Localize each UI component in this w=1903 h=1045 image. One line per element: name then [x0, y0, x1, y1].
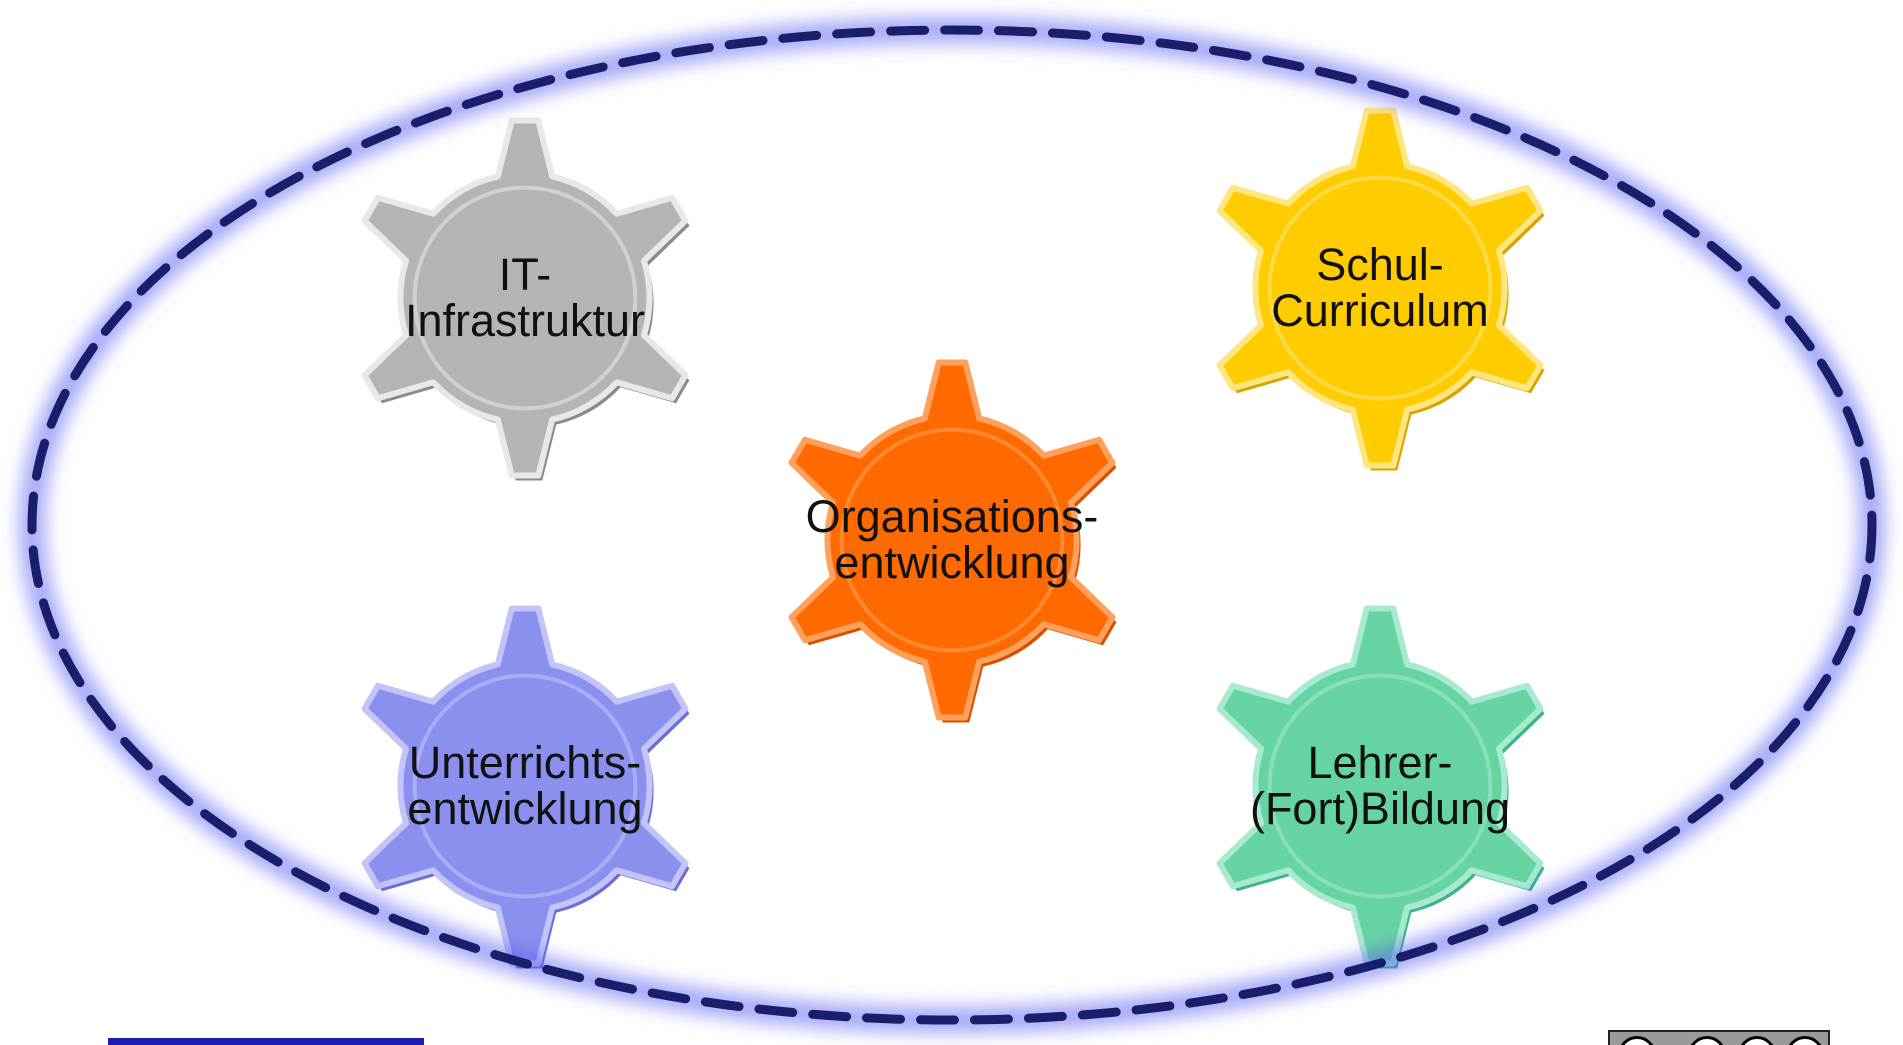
gear-label-line: entwicklung: [834, 537, 1069, 588]
gear-label-line: entwicklung: [407, 783, 642, 834]
creative-commons-icon: [1608, 1030, 1830, 1045]
gear-label-line: IT-: [499, 249, 552, 300]
gear-inner-ring: [412, 673, 638, 899]
gear-label-line: Schul-: [1316, 239, 1444, 290]
sa-circle-icon: [1738, 1036, 1776, 1045]
gear-label-line: Lehrer-: [1307, 737, 1452, 788]
gear-inner-ring: [839, 427, 1065, 653]
by-circle-icon: [1688, 1036, 1726, 1045]
gear-icon: [361, 605, 689, 967]
gear-label-line: (Fort)Bildung: [1250, 783, 1510, 834]
gear-icon: [361, 117, 689, 479]
footer-bar: [108, 1038, 424, 1045]
gear-unterrichtsentwicklung: Unterrichts-entwicklung: [361, 605, 690, 969]
gear-icon: [1216, 107, 1544, 469]
boundary-dashed-ellipse: [27, 25, 1877, 1025]
gear-icon: [788, 359, 1116, 721]
gear-it-infrastruktur: IT-Infrastruktur: [361, 117, 690, 481]
gear-schul-curriculum: Schul-Curriculum: [1216, 107, 1545, 471]
gear-label-line: Unterrichts-: [409, 737, 642, 788]
cc-circle-icon: [1618, 1036, 1656, 1045]
nc-circle-icon: [1786, 1036, 1824, 1045]
gear-label-line: Organisations-: [806, 491, 1099, 542]
gear-organisationsentwicklung: Organisations-entwicklung: [788, 359, 1117, 723]
gear-inner-ring: [1267, 673, 1493, 899]
gear-label-line: Infrastruktur: [405, 295, 645, 346]
gear-inner-ring: [412, 185, 638, 411]
boundary-ellipse-layer: [19, 17, 1885, 1033]
gear-inner-ring: [1267, 175, 1493, 401]
gear-layer: IT-Infrastruktur Schul-CurriculumOrganisa…: [361, 107, 1545, 969]
gear-icon: [1216, 605, 1544, 967]
gear-lehrer-fortbildung: Lehrer-(Fort)Bildung: [1216, 605, 1545, 969]
gear-label-line: Curriculum: [1271, 285, 1489, 336]
